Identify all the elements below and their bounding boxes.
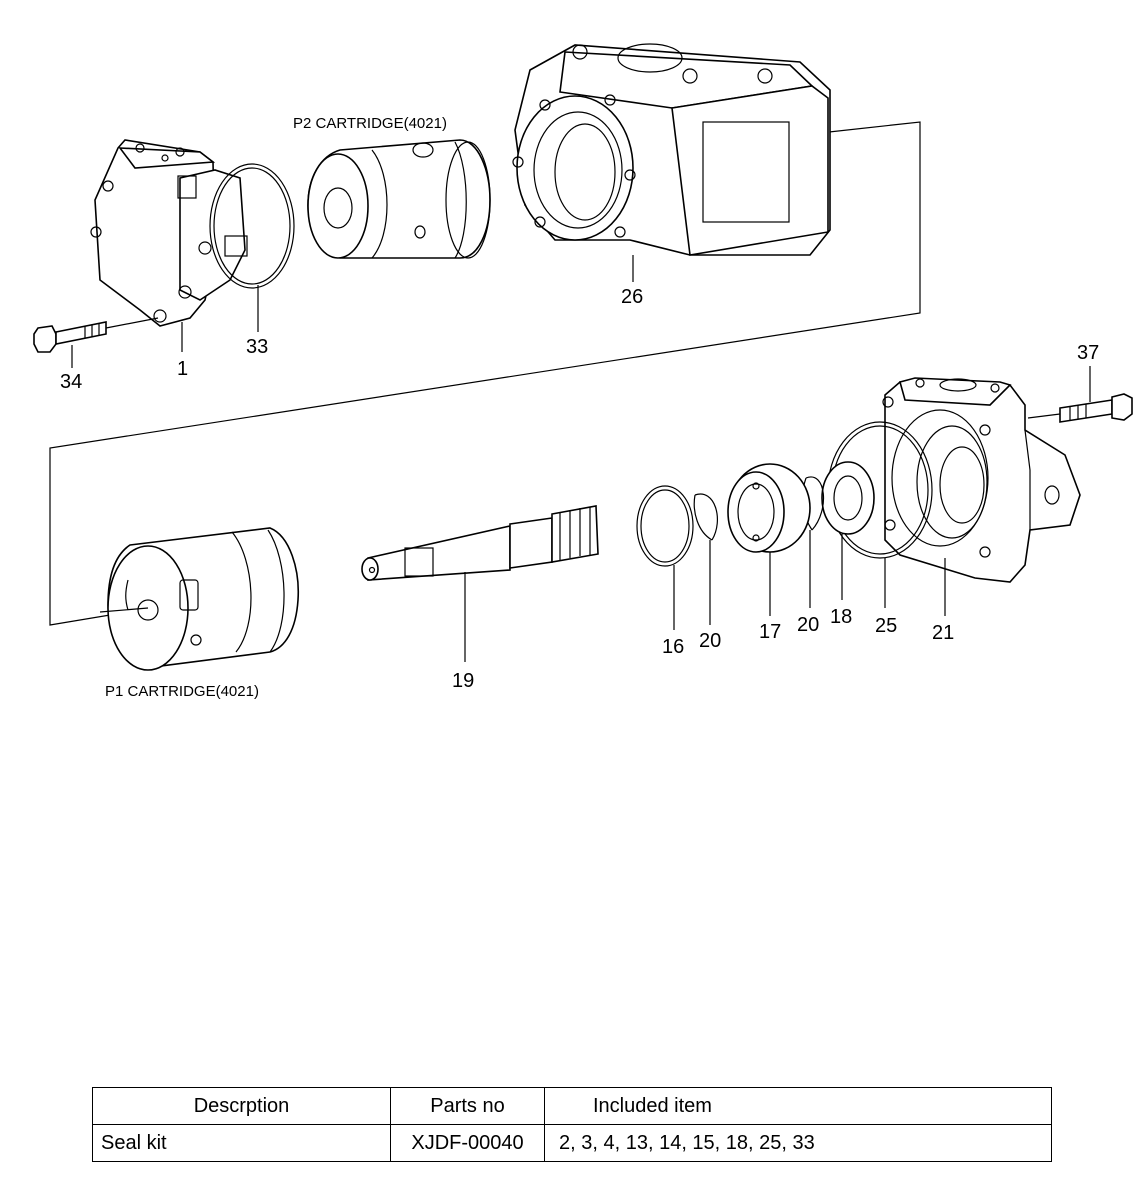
assembly-outline <box>49 121 921 626</box>
leader-lines <box>71 255 1091 662</box>
part-21-flange-housing <box>882 377 1081 583</box>
header-description: Descrption <box>92 1087 391 1125</box>
callout-34: 34 <box>60 371 82 393</box>
callout-25: 25 <box>875 615 897 637</box>
callout-16: 16 <box>662 636 684 658</box>
header-included-item: Included item <box>544 1087 1052 1125</box>
exploded-parts-diagram: P2 CARTRIDGE(4021) P1 CARTRIDGE(4021) 34… <box>33 43 1133 700</box>
p2-cartridge-caption: P2 CARTRIDGE(4021) <box>293 115 447 132</box>
p1-cartridge <box>107 527 300 671</box>
callout-18: 18 <box>830 606 852 628</box>
p1-cartridge-caption: P1 CARTRIDGE(4021) <box>105 683 259 700</box>
callout-19: 19 <box>452 670 474 692</box>
p2-cartridge <box>307 139 491 259</box>
part-18-oil-seal <box>821 461 875 535</box>
callout-26: 26 <box>621 286 643 308</box>
callout-17: 17 <box>759 621 781 643</box>
seal-kit-table: Descrption Parts no Included item Seal k… <box>92 1087 1052 1162</box>
part-16-retaining-ring <box>636 485 694 567</box>
part-19-shaft <box>361 505 599 581</box>
part-1-end-cover <box>90 139 248 327</box>
cell-description: Seal kit <box>92 1124 391 1162</box>
part-17-bearing <box>727 463 811 553</box>
cell-included-item: 2, 3, 4, 13, 14, 15, 18, 25, 33 <box>544 1124 1052 1162</box>
part-20-snap-ring-left <box>693 493 718 541</box>
cell-parts-no: XJDF-00040 <box>390 1124 545 1162</box>
callout-20-right: 20 <box>797 614 819 636</box>
callout-33: 33 <box>246 336 268 358</box>
part-34-bolt <box>33 317 159 353</box>
callout-37: 37 <box>1077 342 1099 364</box>
callout-1: 1 <box>177 358 188 380</box>
table-row: Seal kit XJDF-00040 2, 3, 4, 13, 14, 15,… <box>92 1124 1052 1162</box>
callout-20-left: 20 <box>699 630 721 652</box>
part-33-o-ring <box>209 163 295 289</box>
callout-21: 21 <box>932 622 954 644</box>
table-header-row: Descrption Parts no Included item <box>92 1087 1052 1125</box>
part-26-housing <box>512 43 831 256</box>
header-parts-no: Parts no <box>390 1087 545 1125</box>
part-37-bolt <box>1027 393 1133 423</box>
